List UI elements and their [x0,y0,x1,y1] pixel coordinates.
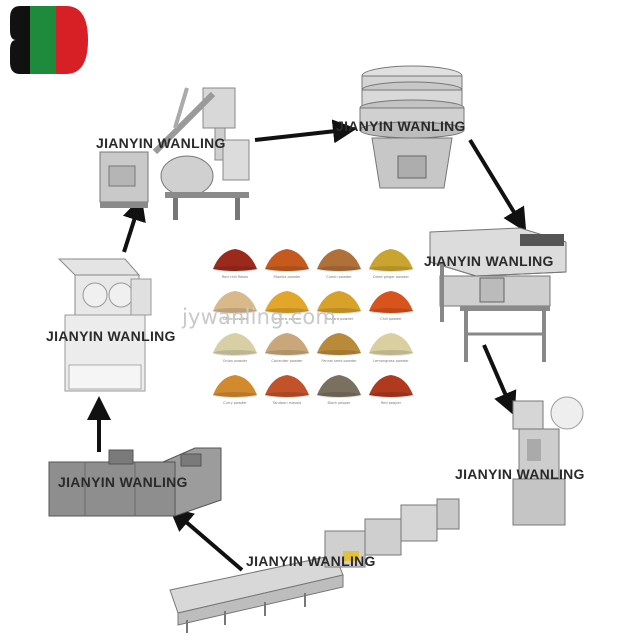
spice-powder-pile: Paprika powder [262,245,322,287]
powder-mound [369,375,413,397]
arrow-washer-to-dryer [168,507,244,572]
powder-caption: Coriander powder [271,359,303,363]
powder-mound [213,375,257,397]
washing-line-label: JIANYIN WANLING [246,553,376,569]
spice-powder-pile: Garlic powder [210,287,270,329]
powder-mound [213,333,257,355]
powder-caption: Garlic powder [222,317,248,321]
spice-powder-pile: Dried ginger powder [366,245,426,287]
logo-green-segment [30,6,56,74]
drying-oven-machine [48,447,222,517]
ribbon-mixer-machine [429,227,567,362]
packing-machine-label: JIANYIN WANLING [455,466,585,482]
coarse-crusher-machine [57,258,152,392]
spice-powder-grid: Red chili flakes Paprika powder Cumin powd… [210,245,420,415]
powder-caption: Onion powder [222,359,248,363]
powder-caption: Turmeric powder [272,317,302,321]
powder-caption: Black pepper [327,401,351,405]
powder-mound [317,249,361,271]
powder-caption: Cumin powder [326,275,352,279]
powder-mound [213,249,257,271]
logo-black-segment [10,6,30,74]
spice-powder-pile: Curry powder [210,371,270,413]
brand-logo [10,6,88,74]
pulverizer-machine [99,87,250,220]
arrow-crusher-to-pulverizer [122,196,146,253]
powder-caption: Red pepper [380,401,402,405]
vibrating-sieve-machine [359,65,465,189]
drying-oven-label: JIANYIN WANLING [58,474,188,490]
spice-powder-pile: Cumin powder [314,245,374,287]
spice-powder-pile: Coriander powder [262,329,322,371]
spice-powder-pile: Onion powder [210,329,270,371]
spice-powder-pile: Black pepper [314,371,374,413]
powder-mound [317,333,361,355]
spice-powder-pile: Lemongrass powder [366,329,426,371]
powder-mound [317,291,361,313]
powder-mound [369,249,413,271]
spice-powder-pile: Chili powder [366,287,426,329]
powder-mound [369,333,413,355]
powder-mound [369,291,413,313]
powder-caption: Fennel seed powder [321,359,357,363]
spice-powder-pile: Red pepper [366,371,426,413]
watermark-text: jywanling.com [182,305,337,329]
pulverizer-label: JIANYIN WANLING [96,135,226,151]
powder-caption: Curry powder [223,401,247,405]
powder-mound [265,249,309,271]
powder-caption: Lemongrass powder [373,359,409,363]
powder-mound [213,291,257,313]
arrow-mixer-to-packer [482,344,517,417]
arrow-pulverizer-to-sieve [254,119,357,144]
powder-mound [265,375,309,397]
packing-machine [512,396,584,526]
powder-caption: Dried ginger powder [373,275,409,279]
powder-caption: Paprika powder [273,275,301,279]
powder-mound [265,333,309,355]
spice-powder-pile: Red chili flakes [210,245,270,287]
powder-caption: Mustard powder [324,317,354,321]
spice-powder-pile: Fennel seed powder [314,329,374,371]
spice-powder-pile: Turmeric powder [262,287,322,329]
arrow-sieve-to-mixer [468,138,527,233]
logo-red-segment [56,6,88,74]
spice-powder-pile: Mustard powder [314,287,374,329]
powder-mound [317,375,361,397]
powder-caption: Tandoori masala [272,401,302,405]
vibrating-sieve-label: JIANYIN WANLING [336,118,466,134]
spice-powder-pile: Tandoori masala [262,371,322,413]
ribbon-mixer-label: JIANYIN WANLING [424,253,554,269]
coarse-crusher-label: JIANYIN WANLING [46,328,176,344]
powder-caption: Red chili flakes [221,275,249,279]
powder-caption: Chili powder [380,317,402,321]
washing-line-machine [169,498,460,633]
powder-mound [265,291,309,313]
